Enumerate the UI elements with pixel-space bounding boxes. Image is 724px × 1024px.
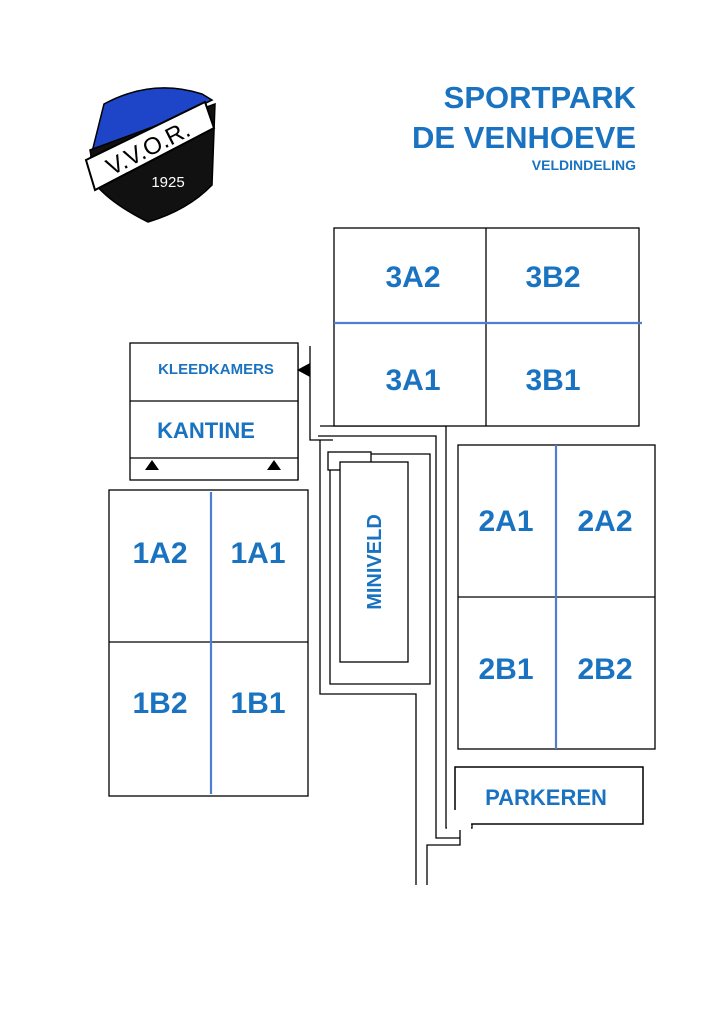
field-3b1: 3B1 bbox=[525, 364, 580, 397]
field-1b2: 1B2 bbox=[132, 687, 187, 720]
page-title-line1: SPORTPARK bbox=[444, 80, 637, 115]
building-kleedkamers: KLEEDKAMERS bbox=[158, 361, 274, 378]
field-2a2: 2A2 bbox=[577, 505, 632, 538]
field-2b2: 2B2 bbox=[577, 653, 632, 686]
clubhouse: KLEEDKAMERS KANTINE bbox=[129, 342, 310, 481]
club-logo: V.V.O.R. 1925 bbox=[84, 87, 216, 223]
logo-founded-year: 1925 bbox=[151, 174, 184, 191]
field-1a2: 1A2 bbox=[132, 537, 187, 570]
logo-band bbox=[84, 100, 216, 192]
entrance-arrow-icon bbox=[267, 460, 281, 470]
field-block-1: 1A2 1A1 1B2 1B1 bbox=[108, 489, 309, 797]
entrance-arrow-icon bbox=[145, 460, 159, 470]
parking-area: PARKEREN bbox=[447, 766, 644, 830]
building-kantine: KANTINE bbox=[157, 418, 255, 443]
field-1a1: 1A1 bbox=[230, 537, 285, 570]
page-title-line2: DE VENHOEVE bbox=[412, 120, 636, 155]
field-miniveld: MINIVELD bbox=[364, 514, 386, 610]
parking-label: PARKEREN bbox=[485, 785, 607, 810]
page-subtitle: VELDINDELING bbox=[532, 157, 636, 173]
field-3b2: 3B2 bbox=[525, 261, 580, 294]
field-2a1: 2A1 bbox=[478, 505, 533, 538]
field-block-2: 2A1 2A2 2B1 2B2 bbox=[457, 444, 656, 750]
miniveld-area: MINIVELD bbox=[327, 451, 409, 663]
field-2b1: 2B1 bbox=[478, 653, 533, 686]
field-1b1: 1B1 bbox=[230, 687, 285, 720]
entrance-arrow-icon bbox=[297, 363, 310, 377]
field-block-3: 3A2 3B2 3A1 3B1 bbox=[333, 227, 642, 427]
field-3a1: 3A1 bbox=[385, 364, 440, 397]
field-3a2: 3A2 bbox=[385, 261, 440, 294]
